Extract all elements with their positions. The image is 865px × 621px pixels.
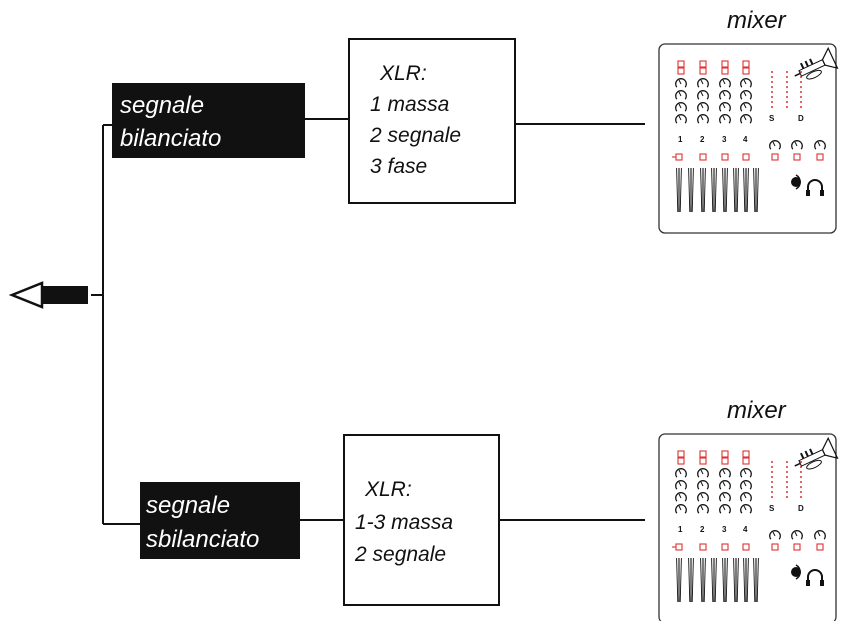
signal-arrow-icon <box>8 281 88 309</box>
xlr-title-unbalanced: XLR: <box>364 478 412 501</box>
channel-buttons <box>672 543 824 551</box>
channel-number-1: 1 <box>678 135 683 144</box>
meter-label-right: D <box>798 504 804 513</box>
headphones-icon <box>791 564 824 586</box>
level-meter <box>771 461 802 498</box>
xlr-pinout-box-balanced: XLR: 1 massa 2 segnale 3 fase <box>348 38 516 204</box>
trumpet-icon <box>794 436 839 470</box>
channel-number-3: 3 <box>722 135 727 144</box>
xlr-line-unbalanced-2: 2 segnale <box>354 543 446 566</box>
xlr-line-balanced-2: 2 segnale <box>369 124 461 147</box>
channel-number-2: 2 <box>700 135 705 144</box>
balanced-label-line2: bilanciato <box>120 125 221 152</box>
xlr-title-balanced: XLR: <box>379 62 427 85</box>
channel-number-3: 3 <box>722 525 727 534</box>
xlr-line-unbalanced-1: 1-3 massa <box>355 511 453 534</box>
headphones-icon <box>791 174 824 196</box>
mixer-panel-top: 1 2 3 4 S D <box>658 43 839 234</box>
xlr-line-balanced-1: 1 massa <box>370 93 449 116</box>
mixer-panel-bottom: 1 2 3 4 S D <box>658 433 839 621</box>
unbalanced-label-line1: segnale <box>146 492 230 519</box>
xlr-pinout-box-unbalanced: XLR: 1-3 massa 2 segnale <box>343 434 500 606</box>
mixer-label-bottom: mixer <box>727 397 787 424</box>
meter-label-left: S <box>769 504 775 513</box>
meter-label-right: D <box>798 114 804 123</box>
channel-buttons <box>672 153 824 161</box>
unbalanced-signal-label: segnale sbilanciato <box>140 482 300 559</box>
balanced-label-line1: segnale <box>120 92 204 119</box>
channel-number-1: 1 <box>678 525 683 534</box>
trumpet-icon <box>794 46 839 80</box>
xlr-line-balanced-3: 3 fase <box>370 155 427 178</box>
channel-number-4: 4 <box>743 135 748 144</box>
mixer-label-top: mixer <box>727 7 787 34</box>
meter-label-left: S <box>769 114 775 123</box>
channel-number-4: 4 <box>743 525 748 534</box>
channel-number-2: 2 <box>700 525 705 534</box>
balanced-signal-label: segnale bilanciato <box>112 83 305 158</box>
unbalanced-label-line2: sbilanciato <box>146 526 259 553</box>
